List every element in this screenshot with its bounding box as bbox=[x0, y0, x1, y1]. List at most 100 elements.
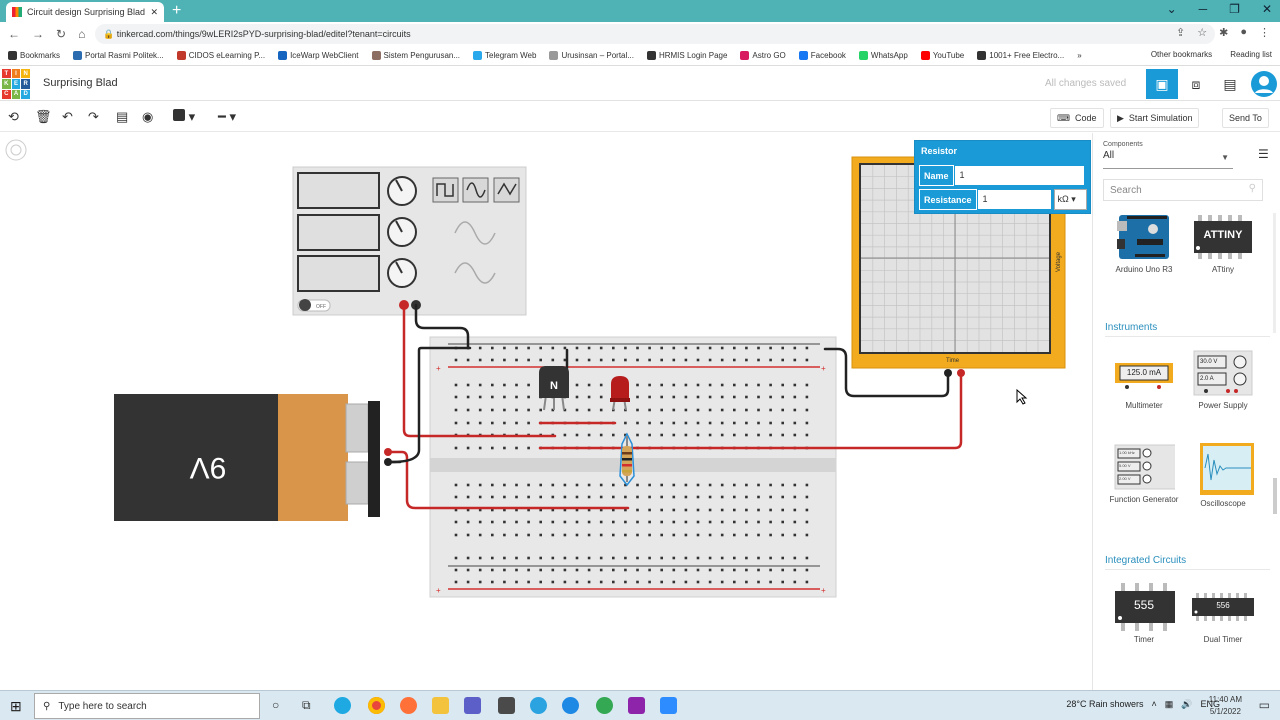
minimize-icon[interactable]: ─ bbox=[1198, 2, 1208, 16]
list-view-icon[interactable]: ☰ bbox=[1258, 147, 1269, 161]
npn-transistor[interactable]: N bbox=[539, 366, 569, 411]
star-icon[interactable]: ☆ bbox=[1197, 27, 1208, 39]
share-icon[interactable]: ⇪ bbox=[1176, 27, 1186, 39]
teams-icon[interactable] bbox=[464, 697, 481, 714]
edge-beta-icon[interactable] bbox=[562, 697, 579, 714]
chrome-icon[interactable] bbox=[368, 697, 385, 714]
component-function-generator[interactable]: 1.00 kHz 5.00 V 2.00 V Function Generato… bbox=[1109, 443, 1180, 504]
bookmark-item[interactable]: Portal Rasmi Politek... bbox=[73, 51, 164, 60]
search-icon: ⚲ bbox=[1248, 183, 1256, 194]
clock[interactable]: 11:40 AM 5/1/2022 bbox=[1209, 694, 1242, 718]
bookmark-item[interactable]: Astro GO bbox=[740, 51, 786, 60]
eye-icon[interactable]: ◉ bbox=[142, 109, 154, 124]
bookmark-item[interactable]: WhatsApp bbox=[858, 51, 908, 60]
bookmark-item[interactable]: YouTube bbox=[920, 51, 964, 60]
firefox-icon[interactable] bbox=[400, 697, 417, 714]
circuit-canvas[interactable]: OFF Time Voltage + + + + bbox=[0, 133, 1092, 690]
rotate-icon[interactable]: ⟲ bbox=[8, 109, 19, 124]
undo-icon[interactable]: ↶ bbox=[62, 109, 73, 124]
volume-icon[interactable]: 🔊 bbox=[1181, 699, 1193, 709]
tray-arrow-icon[interactable]: ˄ bbox=[1151, 699, 1157, 709]
weather-text[interactable]: 28°C Rain showers bbox=[1066, 699, 1144, 709]
purple-app-icon[interactable] bbox=[628, 697, 645, 714]
bookmark-item[interactable]: Bookmarks bbox=[8, 51, 60, 60]
network-icon[interactable]: ▦ bbox=[1164, 699, 1174, 709]
color-picker-button[interactable]: ▾ bbox=[173, 109, 195, 125]
url-field[interactable]: 🔒 tinkercad.com/things/9wLERI2sPYD-surpr… bbox=[95, 24, 1215, 44]
notes-icon[interactable]: ▤ bbox=[116, 109, 129, 124]
circuit-view-button[interactable]: ▣ bbox=[1146, 69, 1178, 99]
sine-wave-icon[interactable] bbox=[466, 182, 486, 198]
chrome-profile-icon[interactable] bbox=[596, 697, 613, 714]
language-indicator[interactable]: ENG bbox=[1200, 699, 1220, 709]
bookmark-item[interactable]: CIDOS eLearning P... bbox=[176, 51, 265, 60]
task-view-icon[interactable]: ⧉ bbox=[302, 698, 311, 712]
puzzle-icon[interactable]: ✱ bbox=[1219, 27, 1229, 39]
close-window-icon[interactable]: ✕ bbox=[1261, 2, 1272, 16]
forward-arrow-icon[interactable]: → bbox=[32, 27, 44, 41]
component-search-input[interactable]: Search⚲ bbox=[1103, 179, 1263, 201]
bookmark-item[interactable]: Facebook bbox=[798, 51, 846, 60]
logo-letter: A bbox=[11, 89, 21, 99]
zoom-fit-icon[interactable] bbox=[5, 139, 27, 161]
name-input[interactable]: 1 bbox=[953, 165, 1085, 186]
back-arrow-icon[interactable]: ← bbox=[8, 27, 20, 41]
menu-dots-icon[interactable]: ⋮ bbox=[1259, 27, 1270, 39]
trash-icon[interactable]: 🗑 bbox=[35, 109, 52, 124]
component-556-dual-timer[interactable]: 556 Dual Timer bbox=[1188, 583, 1258, 644]
windows-start-icon[interactable]: ⊞ bbox=[10, 698, 22, 714]
bookmark-item[interactable]: Urusinsan – Portal... bbox=[549, 51, 634, 60]
resistance-input[interactable]: 1 bbox=[976, 189, 1052, 210]
reading-list[interactable]: Reading list bbox=[1230, 50, 1272, 59]
zoom-icon[interactable] bbox=[660, 697, 677, 714]
close-tab-icon[interactable]: ✕ bbox=[150, 6, 158, 17]
bookmark-item[interactable]: 1001+ Free Electro... bbox=[977, 51, 1064, 60]
edge-icon[interactable] bbox=[334, 697, 351, 714]
restore-icon[interactable]: ❐ bbox=[1229, 2, 1240, 16]
start-simulation-button[interactable]: ▶Start Simulation bbox=[1110, 108, 1200, 128]
component-multimeter[interactable]: 125.0 mA Multimeter bbox=[1109, 349, 1179, 410]
notification-icon[interactable]: ▭ bbox=[1258, 698, 1270, 712]
redo-icon[interactable]: ↷ bbox=[88, 109, 99, 124]
taskbar-search-input[interactable]: ⚲Type here to search bbox=[34, 693, 260, 719]
telegram-icon[interactable] bbox=[530, 697, 547, 714]
bookmark-favicon-icon bbox=[858, 51, 868, 60]
component-power-supply[interactable]: 30.0 V 2.0 A Power Supply bbox=[1188, 349, 1258, 410]
home-icon[interactable]: ⌂ bbox=[78, 27, 86, 41]
resistor[interactable] bbox=[619, 432, 635, 487]
bookmark-item[interactable]: IceWarp WebClient bbox=[278, 51, 359, 60]
project-name[interactable]: Surprising Blad bbox=[43, 77, 118, 89]
send-to-button[interactable]: Send To bbox=[1222, 108, 1269, 128]
resistance-unit-select[interactable]: kΩ ▾ bbox=[1053, 189, 1087, 210]
square-wave-icon[interactable] bbox=[436, 183, 454, 197]
battery-9v[interactable]: 9V bbox=[114, 394, 392, 521]
components-filter-select[interactable]: Components All ▼ bbox=[1103, 141, 1233, 169]
browser-tab[interactable]: Circuit design Surprising Blad | T... ✕ bbox=[6, 2, 164, 22]
wires[interactable] bbox=[389, 303, 963, 510]
red-led[interactable] bbox=[610, 376, 630, 411]
bookmarks-overflow-button[interactable]: » bbox=[1077, 51, 1082, 60]
profile-icon[interactable]: ● bbox=[1240, 26, 1247, 38]
component-list-button[interactable]: ▤ bbox=[1214, 69, 1246, 99]
component-555-timer[interactable]: 555 Timer bbox=[1109, 583, 1179, 644]
app-icon[interactable] bbox=[498, 697, 515, 714]
bookmark-item[interactable]: Telegram Web bbox=[473, 51, 536, 60]
other-bookmarks[interactable]: Other bookmarks bbox=[1150, 50, 1213, 59]
wire-style-button[interactable]: ━ ▾ bbox=[218, 109, 236, 124]
component-oscilloscope[interactable]: Oscilloscope bbox=[1188, 443, 1258, 508]
bookmark-item[interactable]: Sistem Pengurusan... bbox=[371, 51, 460, 60]
cortana-icon[interactable]: ○ bbox=[272, 698, 280, 712]
user-avatar[interactable] bbox=[1248, 69, 1280, 99]
schematic-view-button[interactable]: ⧈ bbox=[1180, 69, 1212, 99]
reload-icon[interactable]: ↻ bbox=[56, 27, 67, 41]
new-tab-button[interactable]: + bbox=[172, 2, 182, 19]
file-explorer-icon[interactable] bbox=[432, 697, 449, 714]
triangle-wave-icon[interactable] bbox=[497, 182, 517, 196]
function-generator[interactable]: OFF bbox=[292, 166, 527, 316]
bookmark-item[interactable]: HRMIS Login Page bbox=[646, 51, 727, 60]
chevron-down-icon[interactable]: ⌄ bbox=[1166, 2, 1177, 16]
component-attiny[interactable]: ATTINY ATtiny bbox=[1188, 213, 1258, 274]
code-button[interactable]: ⌨Code bbox=[1050, 108, 1104, 128]
component-arduino-uno[interactable]: Arduino Uno R3 bbox=[1109, 213, 1179, 274]
